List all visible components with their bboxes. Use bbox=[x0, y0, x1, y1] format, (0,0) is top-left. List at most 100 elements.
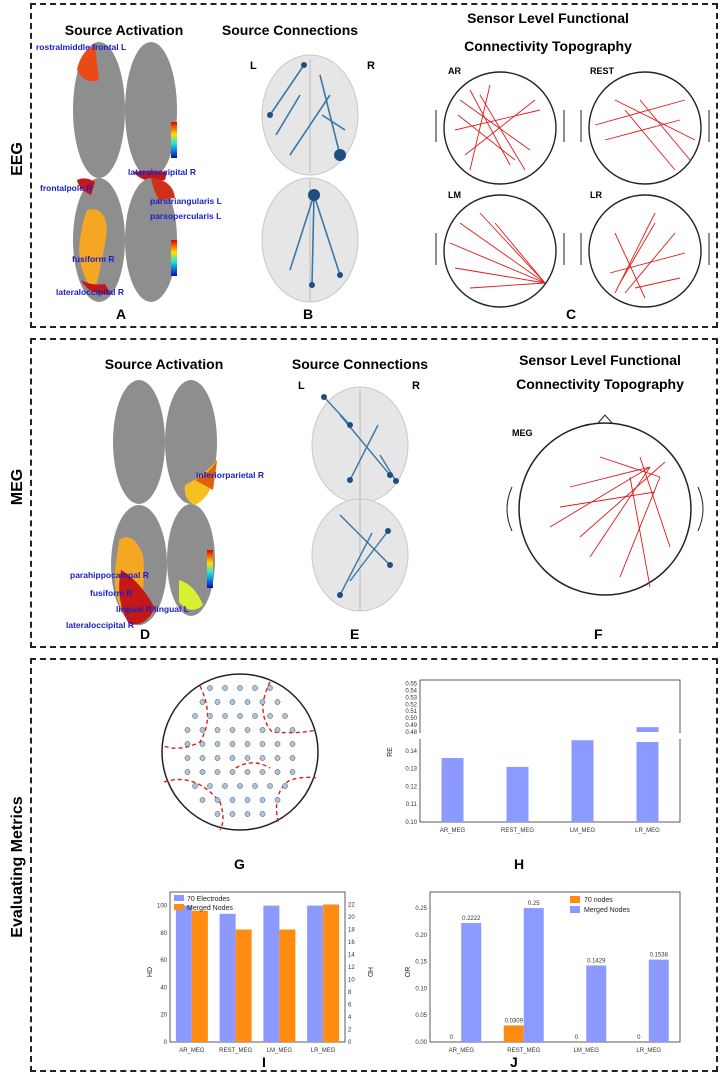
sensor-node bbox=[244, 797, 251, 803]
bar-1 bbox=[461, 922, 482, 1042]
y-axis-label: RE bbox=[387, 747, 394, 757]
sensor-node bbox=[214, 811, 221, 817]
metrics-letter-i: I bbox=[262, 1054, 266, 1070]
sensor-node bbox=[244, 699, 251, 705]
sensor-node bbox=[222, 783, 228, 789]
meg-letter-d: D bbox=[140, 626, 151, 642]
eeg-right-marker: R bbox=[367, 60, 375, 72]
sensor-node bbox=[244, 769, 251, 775]
y-tick-label: 0.00 bbox=[415, 1040, 427, 1046]
eeg-topography-ar bbox=[435, 71, 565, 185]
y-tick-label: 20 bbox=[160, 1013, 167, 1019]
y-tick-label: 0.53 bbox=[405, 695, 417, 701]
y-tick-label: 40 bbox=[160, 985, 167, 991]
sensor-node bbox=[184, 727, 191, 733]
meg-region-lingual-l: lingual L bbox=[154, 604, 189, 614]
x-tick-label: AR_MEG bbox=[179, 1048, 205, 1054]
bar-0 bbox=[503, 1025, 524, 1042]
sensor-node bbox=[259, 727, 266, 733]
y-right-tick-label: 6 bbox=[348, 1003, 352, 1009]
legend-label: 70 Electrodes bbox=[187, 896, 230, 903]
x-tick-label: LM_MEG bbox=[570, 828, 596, 834]
sensor-node bbox=[289, 741, 296, 747]
metrics-letter-j: J bbox=[510, 1054, 518, 1070]
y-tick-label: 0.05 bbox=[415, 1013, 427, 1019]
sensor-node bbox=[229, 811, 236, 817]
sensor-node bbox=[214, 755, 221, 761]
sensor-node bbox=[289, 769, 296, 775]
eeg-region-rostralmiddle: rostralmiddle frontal L bbox=[36, 42, 127, 52]
eeg-left-marker: L bbox=[250, 60, 257, 72]
sensor-node bbox=[237, 713, 243, 719]
eeg-topo-label-lm: LM bbox=[448, 190, 461, 200]
sensor-node bbox=[289, 755, 296, 761]
eeg-sensor-title-1: Sensor Level Functional bbox=[467, 10, 629, 26]
y-right-tick-label: 10 bbox=[348, 978, 355, 984]
data-label: 0 bbox=[575, 1035, 579, 1041]
x-tick-label: LR_MEG bbox=[636, 1048, 661, 1054]
eeg-region-parstriangularis: parstriangularis L bbox=[150, 196, 222, 206]
y-tick-label: 0.54 bbox=[405, 688, 417, 694]
sensor-node bbox=[199, 769, 206, 775]
meg-panel bbox=[30, 338, 718, 648]
sensor-node bbox=[199, 797, 206, 803]
sensor-parcellation-map bbox=[161, 673, 319, 831]
sensor-node bbox=[259, 755, 266, 761]
meg-region-inferiorparietal: inferiorparietal R bbox=[196, 470, 265, 480]
eeg-region-lateraloccipital-bottom: lateraloccipital R bbox=[56, 287, 125, 297]
meg-topo-label: MEG bbox=[512, 428, 533, 438]
y-axis-label: OR bbox=[405, 967, 412, 978]
sensor-node bbox=[282, 713, 288, 719]
eeg-panel bbox=[30, 3, 718, 328]
data-label: 0.0309 bbox=[505, 1018, 524, 1024]
data-label: 0 bbox=[450, 1035, 454, 1041]
sensor-node bbox=[199, 727, 206, 733]
y-right-tick-label: 14 bbox=[348, 953, 355, 959]
y-right-tick-label: 22 bbox=[348, 903, 355, 909]
data-label: 0 bbox=[637, 1035, 641, 1041]
bar-merged bbox=[235, 929, 252, 1042]
legend-label: 70 nodes bbox=[584, 897, 613, 904]
eeg-source-connections-title: Source Connections bbox=[221, 22, 359, 38]
bar bbox=[571, 740, 594, 822]
y-right-tick-label: 12 bbox=[348, 965, 355, 971]
sensor-node bbox=[274, 797, 281, 803]
sensor-node bbox=[214, 699, 221, 705]
bar-merged bbox=[279, 929, 296, 1042]
sensor-node bbox=[214, 741, 221, 747]
y-right-tick-label: 16 bbox=[348, 940, 355, 946]
sensor-node bbox=[252, 783, 258, 789]
sensor-node bbox=[222, 685, 228, 691]
x-tick-label: REST_MEG bbox=[219, 1048, 252, 1054]
sensor-node bbox=[199, 699, 206, 705]
legend-swatch bbox=[174, 895, 184, 901]
y-tick-label: 0.49 bbox=[405, 723, 417, 729]
sensor-node bbox=[184, 741, 191, 747]
sensor-node bbox=[244, 755, 251, 761]
eeg-connection-brains bbox=[261, 54, 359, 303]
sensor-node bbox=[267, 685, 273, 691]
y-tick-label: 0.20 bbox=[415, 933, 427, 939]
bar bbox=[636, 742, 659, 822]
bar-electrodes bbox=[307, 905, 324, 1042]
eeg-source-activation-title: Source Activation bbox=[64, 22, 184, 38]
sensor-node bbox=[229, 769, 236, 775]
meg-sensor-title-1: Sensor Level Functional bbox=[519, 352, 681, 368]
metrics-panel bbox=[30, 658, 718, 1072]
eeg-topo-label-ar: AR bbox=[448, 66, 461, 76]
sensor-node bbox=[207, 713, 213, 719]
eeg-letter-a: A bbox=[116, 306, 127, 322]
meg-region-lateraloccipital: lateraloccipital R bbox=[66, 620, 135, 630]
y-tick-label: 60 bbox=[160, 958, 167, 964]
metrics-letter-h: H bbox=[514, 856, 525, 872]
y-tick-label: 0.48 bbox=[405, 730, 417, 736]
y-tick-label: 0.13 bbox=[405, 767, 417, 773]
meg-letter-f: F bbox=[594, 626, 603, 642]
eeg-topo-label-lr: LR bbox=[590, 190, 602, 200]
y-tick-label: 0.10 bbox=[405, 820, 417, 826]
sensor-node bbox=[192, 713, 198, 719]
sensor-node bbox=[274, 755, 281, 761]
sensor-node bbox=[214, 797, 221, 803]
meg-region-fusiform: fusiform R bbox=[90, 588, 133, 598]
